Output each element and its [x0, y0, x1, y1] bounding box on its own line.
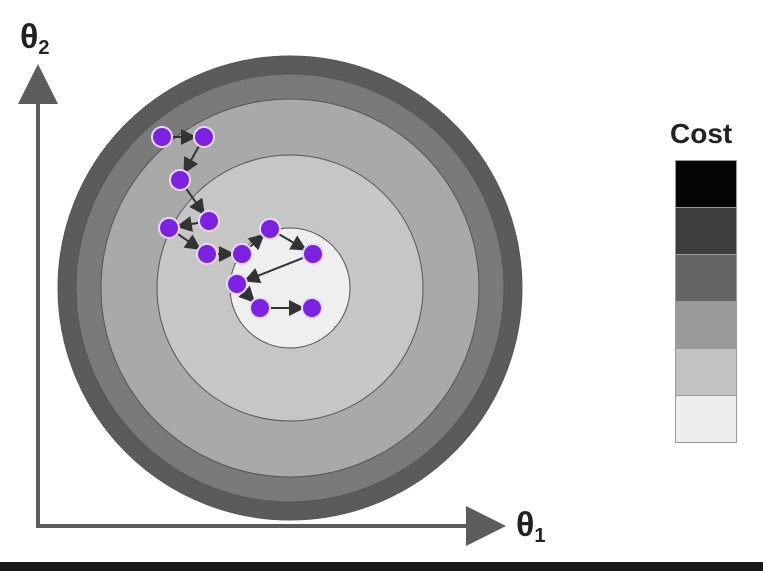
cost-legend — [675, 160, 737, 443]
cost-contours — [57, 55, 523, 521]
path-point — [302, 243, 324, 265]
legend-swatch-1 — [676, 161, 736, 208]
legend-swatch-5 — [676, 349, 736, 396]
descent-points — [151, 126, 324, 319]
descent-path — [173, 129, 307, 316]
path-step-arrow — [175, 216, 199, 232]
path-point — [231, 243, 253, 265]
path-point — [259, 218, 281, 240]
path-step-arrow — [247, 233, 265, 251]
path-step-arrow — [183, 146, 200, 174]
theta1-label: θ1 — [516, 506, 546, 547]
path-step-arrow — [243, 257, 304, 283]
legend-swatch-3 — [676, 255, 736, 302]
path-step-arrow — [279, 233, 307, 251]
path-point — [151, 126, 173, 148]
legend-swatch-6 — [676, 396, 736, 442]
path-point — [193, 126, 215, 148]
path-step-arrow — [185, 188, 205, 216]
legend-swatch-4 — [676, 302, 736, 349]
legend-swatch-2 — [676, 208, 736, 255]
bottom-bar — [0, 562, 763, 571]
path-step-arrow — [238, 285, 256, 303]
path-point — [249, 297, 271, 319]
legend-title: Cost — [670, 118, 733, 149]
path-point — [226, 273, 248, 295]
path-point — [196, 243, 218, 265]
path-point — [169, 169, 191, 191]
theta2-label: θ2 — [20, 18, 50, 59]
path-step-arrow — [177, 233, 202, 251]
path-point — [158, 217, 180, 239]
path-point — [198, 210, 220, 232]
path-point — [301, 297, 323, 319]
